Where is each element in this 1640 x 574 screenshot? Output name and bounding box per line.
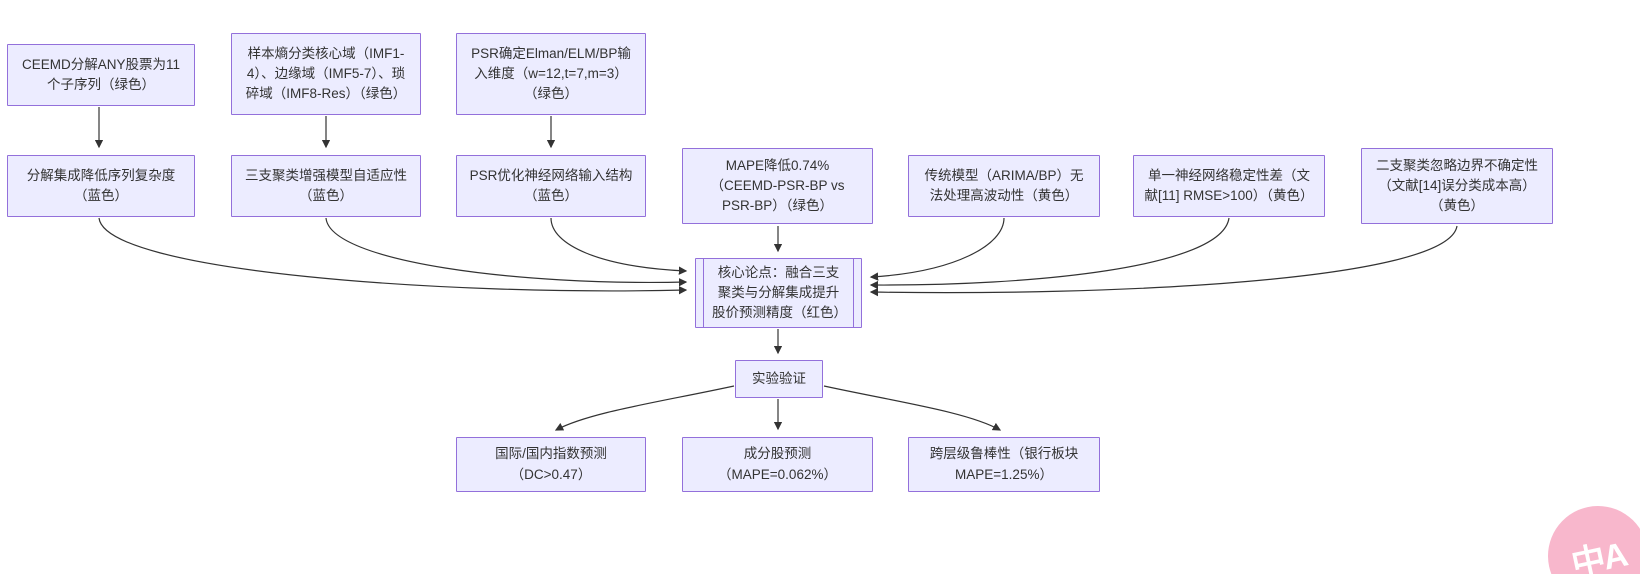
node-core-thesis: 核心论点：融合三支聚类与分解集成提升股价预测精度（红色） [695, 258, 862, 328]
edge-twoway-to-core [869, 225, 1458, 297]
edge-psropt-to-core [550, 217, 688, 275]
node-psr-dimension: PSR确定Elman/ELM/BP输入维度（w=12,t=7,m=3）（绿色） [456, 33, 646, 115]
edge-clustering-to-core [325, 217, 688, 287]
node-mape-reduction: MAPE降低0.74%（CEEMD-PSR-BP vs PSR-BP）（绿色） [682, 148, 873, 224]
node-two-way-clustering: 二支聚类忽略边界不确定性（文献[14]误分类成本高）（黄色） [1361, 148, 1553, 224]
edge-traditional-to-core [869, 217, 1005, 281]
node-decompose-integrate: 分解集成降低序列复杂度（蓝色） [7, 155, 195, 217]
node-sample-entropy: 样本熵分类核心域（IMF1-4）、边缘域（IMF5-7）、琐碎域（IMF8-Re… [231, 33, 421, 115]
edge-decompose-to-core [98, 217, 688, 295]
node-constituent-prediction: 成分股预测（MAPE=0.062%） [682, 437, 873, 492]
edge-singlenn-to-core [869, 217, 1230, 290]
edge-experiment-to-robustness [823, 385, 1002, 431]
translate-badge-label: 中A [1568, 535, 1630, 574]
node-three-way-clustering: 三支聚类增强模型自适应性（蓝色） [231, 155, 421, 217]
node-single-nn: 单一神经网络稳定性差（文献[11] RMSE>100）（黄色） [1133, 155, 1325, 217]
node-traditional-models: 传统模型（ARIMA/BP）无法处理高波动性（黄色） [908, 155, 1100, 217]
node-robustness: 跨层级鲁棒性（银行板块 MAPE=1.25%） [908, 437, 1100, 492]
edge-experiment-to-index [554, 385, 735, 431]
node-experiment: 实验验证 [735, 360, 823, 398]
node-index-prediction: 国际/国内指数预测（DC>0.47） [456, 437, 646, 492]
node-psr-optimize: PSR优化神经网络输入结构（蓝色） [456, 155, 646, 217]
translate-badge[interactable]: 中A [1538, 496, 1640, 574]
node-ceemd-decompose: CEEMD分解ANY股票为11个子序列（绿色） [7, 44, 195, 106]
